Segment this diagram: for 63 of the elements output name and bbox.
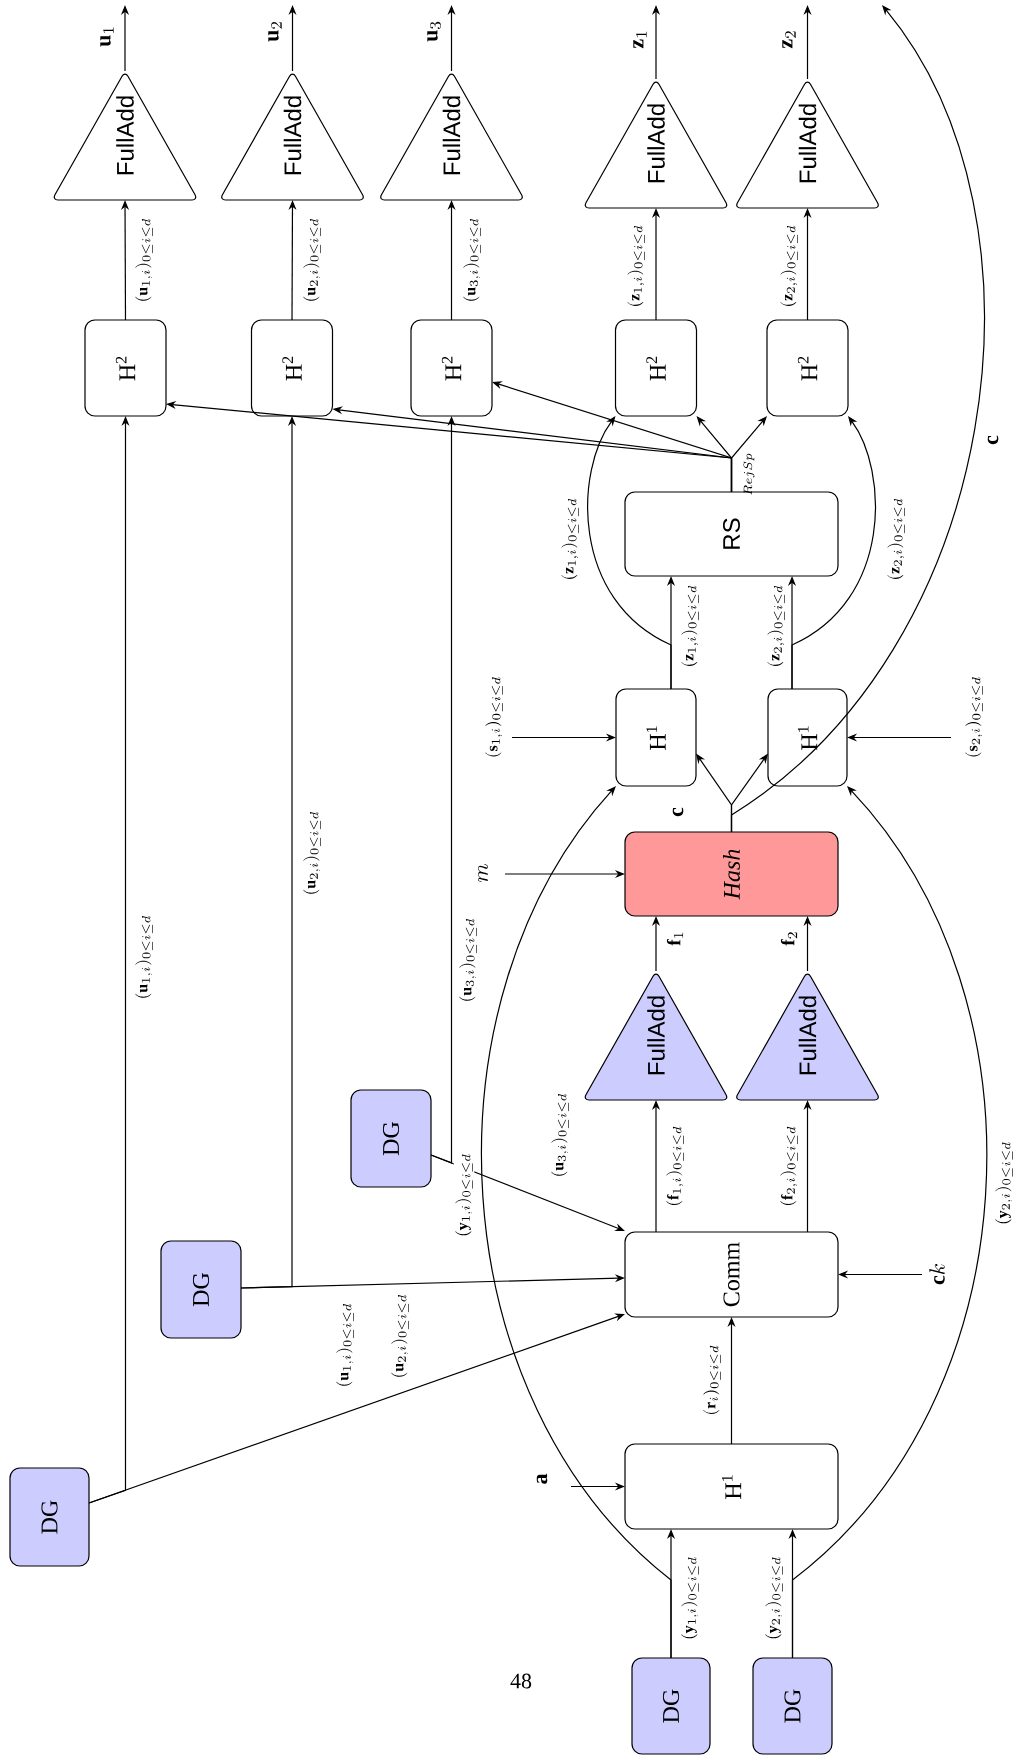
process-box: Comm: [624, 1231, 839, 1318]
edge-label: $(\mathbf{s}_{2,i})_{0\le i\le d}$: [963, 674, 985, 760]
edge-label: $(\mathbf{u}_{3,i})_{0\le i\le d}$: [457, 916, 479, 1005]
adder-triangle: FullAdd: [584, 81, 728, 209]
edge-label: $\mathbf{f}_1$: [665, 928, 685, 948]
edge-label: $(\mathbf{z}_{1,i})_{0\le i\le d}$: [679, 582, 701, 670]
edge-label: $(\mathbf{z}_{2,i})_{0\le i\le d}$: [778, 222, 800, 310]
edge-label: $\mathbf{a}$: [535, 1471, 549, 1487]
adder-triangle: FullAdd: [736, 81, 879, 209]
curved-arrow: [791, 416, 876, 690]
adder-triangle: FullAdd: [221, 73, 364, 201]
edge-label: $(\mathbf{z}_{2,i})_{0\le i\le d}$: [765, 582, 787, 670]
curved-arrow: [587, 416, 672, 690]
edge-label: $(\mathbf{u}_{3,i})_{0\le i\le d}$: [549, 1091, 571, 1180]
edge-label: $(\mathbf{y}_{2,i})_{0\le i\le d}$: [763, 1554, 785, 1642]
edge-label: $(\mathbf{u}_{1,i})_{0\le i\le d}$: [334, 1301, 356, 1390]
process-box: H$^{2}$: [766, 319, 849, 417]
edge-label: $(\mathbf{s}_{1,i})_{0\le i\le d}$: [483, 674, 505, 760]
process-box: H$^{2}$: [84, 319, 167, 417]
generator-box: DG: [160, 1240, 242, 1339]
curved-arrow: [791, 786, 987, 1659]
branch-label: $\mathbf{c}$: [672, 807, 684, 817]
generator-box: DG: [350, 1089, 432, 1188]
hash-box: Hash: [624, 831, 839, 917]
adder-triangle: FullAdd: [736, 973, 879, 1101]
edge-label: $\mathbf{c}$: [986, 433, 1000, 447]
edge-label: $(\mathbf{f}_{1,i})_{0\le i\le d}$: [664, 1123, 686, 1209]
edge-label: $m$: [476, 861, 490, 885]
process-box: H$^{2}$: [410, 319, 493, 417]
edge-label: $(\mathbf{y}_{1,i})_{0\le i\le d}$: [679, 1554, 701, 1642]
process-box: H$^{1}$: [767, 688, 848, 787]
edge-label: $(\mathbf{y}_{1,i})_{0\le i\le d}$: [453, 1151, 475, 1239]
adder-triangle: FullAdd: [380, 73, 523, 201]
edge-label: $(\mathbf{u}_{2,i})_{0\le i\le d}$: [301, 216, 323, 305]
edge-label: $(\mathbf{z}_{2,i})_{0\le i\le d}$: [885, 495, 907, 583]
process-box: H$^{2}$: [614, 319, 698, 417]
edge-label: $(\mathbf{f}_{2,i})_{0\le i\le d}$: [778, 1123, 800, 1209]
edge-label: $(\mathbf{z}_{1,i})_{0\le i\le d}$: [559, 495, 581, 583]
edge-label: $\mathbf{u}_1$: [98, 23, 116, 49]
adder-triangle: FullAdd: [53, 73, 197, 201]
edge-label: $\mathbf{f}_2$: [779, 928, 799, 948]
edge-label: $(\mathbf{u}_{2,i})_{0\le i\le d}$: [301, 809, 323, 898]
edge-label: $(\mathbf{u}_{2,i})_{0\le i\le d}$: [389, 1292, 411, 1381]
edge-label: $\mathbf{z}_1$: [631, 27, 649, 51]
edge-label: $\mathbf{u}_2$: [266, 18, 284, 44]
curved-arrow: [481, 786, 672, 1659]
edge-label: $(\mathbf{u}_{1,i})_{0\le i\le d}$: [133, 216, 155, 305]
adder-triangle: FullAdd: [584, 973, 728, 1101]
generator-box: DG: [9, 1467, 90, 1567]
generator-box: DG: [631, 1657, 711, 1755]
edge-label: $(\mathbf{u}_{3,i})_{0\le i\le d}$: [461, 216, 483, 305]
generator-box: DG: [752, 1657, 833, 1755]
process-box: H$^{1}$: [624, 1443, 839, 1530]
edge-label: $(\mathbf{u}_{1,i})_{0\le i\le d}$: [133, 913, 155, 1002]
edge-label: $\mathbf{u}_3$: [425, 18, 443, 44]
process-box: H$^{1}$: [615, 688, 697, 787]
edge-label: $\mathbf{z}_2$: [780, 27, 798, 51]
edge-label: $(\mathbf{r}_{i})_{0\le i\le d}$: [701, 1342, 723, 1418]
process-box: H$^{2}$: [250, 319, 334, 417]
page-number: 48: [510, 1673, 532, 1689]
edge-label: $(\mathbf{y}_{2,i})_{0\le i\le d}$: [993, 1139, 1015, 1227]
edge-label: $\mathbf{c}k$: [927, 1261, 947, 1287]
edge-label: $(\mathbf{z}_{1,i})_{0\le i\le d}$: [625, 222, 647, 310]
